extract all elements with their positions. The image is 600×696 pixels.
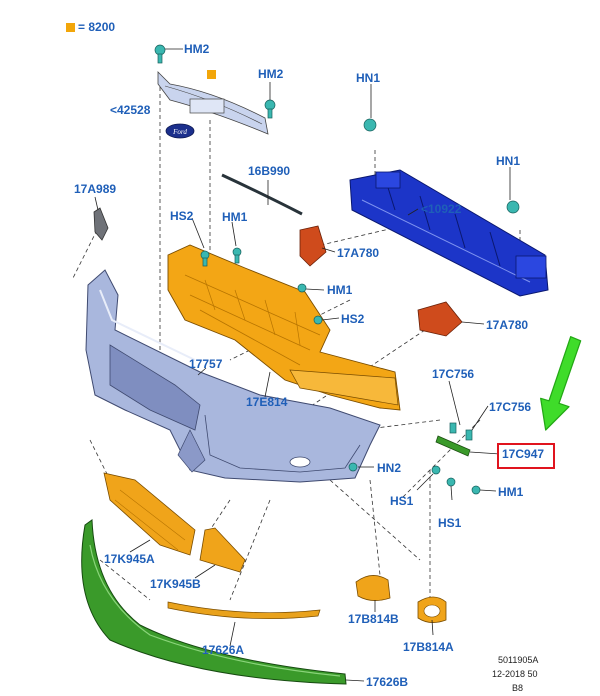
lower-lip-17626b bbox=[81, 519, 347, 685]
part-label-hs2-a[interactable]: HS2 bbox=[170, 209, 194, 223]
grille-insert-17k945b bbox=[199, 527, 246, 573]
part-label-hs1-a[interactable]: HS1 bbox=[390, 494, 414, 508]
part-label-17c947[interactable]: 17C947 bbox=[502, 447, 545, 461]
footer-page: B8 bbox=[512, 683, 524, 693]
highlight-callout bbox=[497, 443, 555, 469]
part-label-hm1-b[interactable]: HM1 bbox=[327, 283, 353, 297]
footer-code: 5011905A bbox=[498, 655, 539, 665]
part-label-17a989[interactable]: 17A989 bbox=[74, 182, 117, 196]
fog-bezel-17b814b bbox=[355, 575, 391, 601]
part-label-hn1-a[interactable]: HN1 bbox=[356, 71, 381, 85]
pointer-arrow-icon bbox=[540, 336, 582, 431]
bumper-reinforcement bbox=[349, 169, 549, 297]
part-label-hm1-a[interactable]: HM1 bbox=[222, 210, 248, 224]
part-label-17a780-b[interactable]: 17A780 bbox=[486, 318, 529, 332]
moulding-17626a bbox=[167, 601, 321, 620]
part-label-17b814a[interactable]: 17B814A bbox=[403, 640, 454, 654]
marker-legend-equals: = bbox=[78, 20, 89, 34]
upper-grille: Ford bbox=[157, 71, 269, 139]
part-label-17626b[interactable]: 17626B bbox=[366, 675, 409, 689]
part-label-17k945a[interactable]: 17K945A bbox=[104, 552, 155, 566]
part-label-hm2-a[interactable]: HM2 bbox=[184, 42, 210, 56]
marker-legend: = 8200 bbox=[66, 20, 115, 34]
square-marker-icon bbox=[207, 70, 216, 79]
part-label-hs2-b[interactable]: HS2 bbox=[341, 312, 365, 326]
part-label-hn1-b[interactable]: HN1 bbox=[496, 154, 521, 168]
svg-text:Ford: Ford bbox=[172, 128, 187, 136]
label-leaders bbox=[94, 48, 511, 682]
part-label-17c756-b[interactable]: 17C756 bbox=[489, 400, 532, 414]
energy-absorber bbox=[167, 244, 401, 411]
part-label-17c756-a[interactable]: 17C756 bbox=[432, 367, 475, 381]
part-label-hm1-c[interactable]: HM1 bbox=[498, 485, 524, 499]
part-label-hm2-b[interactable]: HM2 bbox=[258, 67, 284, 81]
part-label-17757[interactable]: 17757 bbox=[189, 357, 223, 371]
part-label-17626a[interactable]: 17626A bbox=[202, 643, 245, 657]
grille-insert-17k945a bbox=[103, 472, 196, 556]
part-label-42528[interactable]: <42528 bbox=[110, 103, 151, 117]
part-label-17k945b[interactable]: 17K945B bbox=[150, 577, 201, 591]
part-label-hs1-b[interactable]: HS1 bbox=[438, 516, 462, 530]
footer-date: 12-2018 50 bbox=[492, 669, 538, 679]
part-label-17a780-a[interactable]: 17A780 bbox=[337, 246, 380, 260]
bracket-17c947 bbox=[435, 435, 471, 457]
part-label-17e814[interactable]: 17E814 bbox=[246, 395, 288, 409]
side-bracket-17a989 bbox=[93, 207, 109, 241]
marker-legend-value: 8200 bbox=[88, 20, 116, 34]
part-label-17b814b[interactable]: 17B814B bbox=[348, 612, 399, 626]
bracket-17a780-lower bbox=[417, 301, 463, 337]
part-label-hn2[interactable]: HN2 bbox=[377, 461, 402, 475]
part-label-10922[interactable]: <10922 bbox=[421, 202, 462, 216]
bumper-cover bbox=[85, 269, 381, 483]
bracket-17a780-upper bbox=[299, 225, 327, 267]
square-marker-icon bbox=[66, 23, 75, 32]
part-label-16b990[interactable]: 16B990 bbox=[248, 164, 291, 178]
strip-16b990 bbox=[221, 173, 303, 216]
